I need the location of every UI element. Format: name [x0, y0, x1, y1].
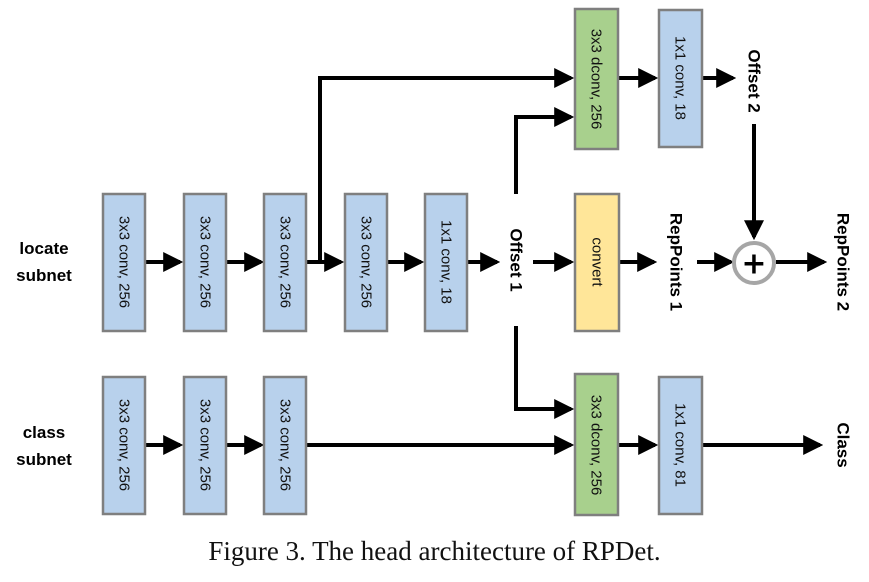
arrow-skip-to-dconv-top [318, 68, 575, 262]
class-block-3: 3x3 conv, 256 [262, 375, 308, 516]
reppoints1-label: RepPoints 1 [667, 213, 686, 311]
offset2-label: Offset 2 [745, 49, 764, 112]
arrow-offset1-to-class-dconv [514, 326, 575, 419]
locate-block-1-label: 3x3 conv, 256 [116, 216, 133, 308]
class-dconv-block-label: 3x3 dconv, 256 [588, 395, 605, 496]
class-conv-block: 1x1 conv, 81 [657, 375, 704, 516]
sum-node: + [732, 241, 776, 285]
locate-block-4: 3x3 conv, 256 [343, 192, 389, 333]
locate-block-2: 3x3 conv, 256 [182, 192, 228, 333]
class-conv-block-label: 1x1 conv, 81 [672, 403, 689, 487]
refine-conv-block-label: 1x1 conv, 18 [672, 36, 689, 120]
class-block-1-label: 3x3 conv, 256 [116, 399, 133, 491]
locate-block-4-label: 3x3 conv, 256 [358, 216, 375, 308]
class-subnet-label-line2: subnet [16, 450, 72, 469]
architecture-diagram: locate subnet class subnet 3x3 conv, 256… [16, 7, 853, 517]
locate-subnet-label-line2: subnet [16, 266, 72, 285]
locate-block-3: 3x3 conv, 256 [262, 192, 308, 333]
class-block-2: 3x3 conv, 256 [182, 375, 228, 516]
connectors [145, 68, 828, 455]
class-block-2-label: 3x3 conv, 256 [197, 399, 214, 491]
class-block-3-label: 3x3 conv, 256 [277, 399, 294, 491]
class-dconv-block: 3x3 dconv, 256 [573, 372, 620, 517]
locate-block-5: 1x1 conv, 18 [423, 192, 469, 333]
reppoints2-label: RepPoints 2 [834, 213, 853, 311]
locate-block-3-label: 3x3 conv, 256 [277, 216, 294, 308]
locate-block-1: 3x3 conv, 256 [101, 192, 147, 333]
refine-dconv-block: 3x3 dconv, 256 [573, 7, 620, 151]
class-output-label: Class [834, 422, 853, 467]
class-block-1: 3x3 conv, 256 [101, 375, 147, 516]
plus-icon: + [741, 247, 766, 282]
locate-subnet-label-line1: locate [19, 239, 68, 258]
refine-dconv-block-label: 3x3 dconv, 256 [588, 29, 605, 130]
convert-block-label: convert [589, 237, 606, 287]
convert-block: convert [573, 192, 621, 333]
class-subnet-label-line1: class [23, 423, 66, 442]
locate-block-5-label: 1x1 conv, 18 [438, 220, 455, 304]
figure-caption: Figure 3. The head architecture of RPDet… [208, 536, 661, 566]
refine-conv-block: 1x1 conv, 18 [657, 8, 704, 149]
locate-block-2-label: 3x3 conv, 256 [197, 216, 214, 308]
arrow-offset1-to-dconv-top [514, 107, 575, 194]
offset1-label: Offset 1 [507, 228, 526, 291]
